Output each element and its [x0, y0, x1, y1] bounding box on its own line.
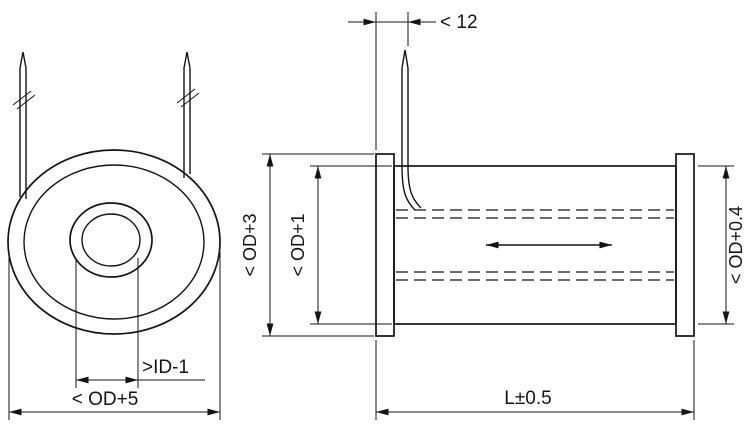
toroid-outer-ellipse	[7, 149, 221, 335]
dim-label-lead-offset: < 12	[440, 12, 478, 33]
dim-od-plus-1: < OD+1	[288, 165, 392, 325]
dim-label-id-minus-1: >ID-1	[142, 357, 189, 378]
lead-break-mark	[176, 88, 200, 108]
hidden-winding-lines	[396, 209, 674, 281]
toroid-inner-ellipse	[23, 164, 205, 320]
front-left-lead	[12, 51, 36, 199]
dim-label-od-plus-0-4: < OD+0.4	[726, 206, 746, 284]
right-end-cap	[675, 153, 695, 337]
lead-entry-curve	[401, 165, 422, 211]
dim-label-length: L±0.5	[504, 388, 551, 409]
dim-label-od-plus-5: < OD+5	[72, 389, 139, 410]
side-view	[375, 49, 695, 337]
dim-id-minus-1: >ID-1	[75, 258, 205, 388]
dim-lead-offset: < 12	[348, 12, 478, 150]
lead-wire	[183, 51, 191, 178]
toroid-hole-inner	[81, 213, 141, 267]
front-view	[7, 51, 221, 335]
dim-od-plus-5: < OD+5	[8, 252, 221, 420]
lead-wire	[401, 49, 409, 166]
dim-od-plus-3: < OD+3	[240, 153, 374, 337]
dim-od-plus-0-4: < OD+0.4	[698, 165, 746, 325]
dim-length: L±0.5	[375, 340, 695, 420]
lead-break-mark	[12, 90, 36, 110]
dim-label-od-plus-3: < OD+3	[240, 213, 260, 276]
cylinder-body	[393, 165, 677, 325]
dim-label-od-plus-1: < OD+1	[288, 213, 308, 276]
lead-wire	[19, 51, 27, 199]
side-lead	[401, 49, 422, 211]
left-end-cap	[375, 153, 395, 337]
toroid-hole-outer	[69, 202, 153, 278]
front-right-lead	[176, 51, 200, 178]
